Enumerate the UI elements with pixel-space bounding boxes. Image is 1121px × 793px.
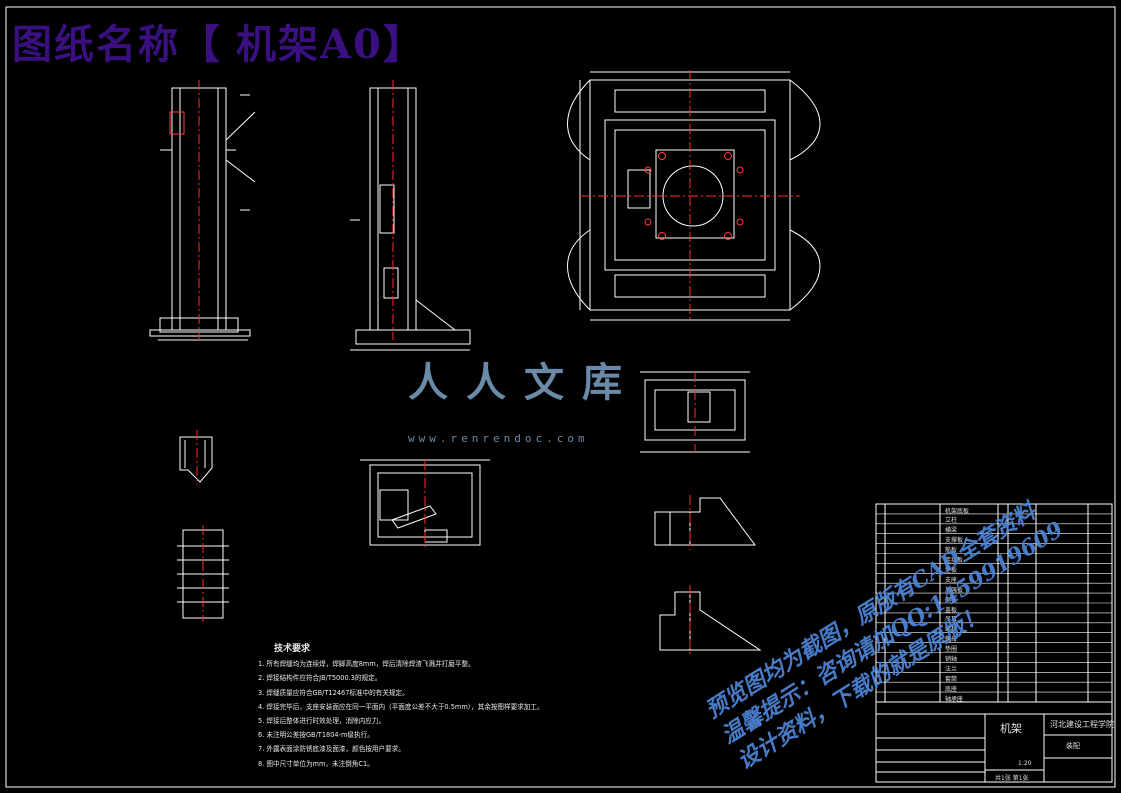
- section-e: [654, 497, 756, 546]
- tb-part-name: 连接板: [945, 557, 964, 564]
- side-view: [350, 87, 471, 351]
- tb-company: 河北建设工程学院: [1050, 720, 1114, 729]
- note-line: 6. 未注明公差按GB/T1804-m级执行。: [258, 731, 374, 740]
- tb-part-name: 加强板: [945, 586, 964, 594]
- note-line: 2. 焊接结构件应符合JB/T5000.3的规定。: [258, 674, 382, 683]
- tb-part-name: 销轴: [945, 656, 958, 663]
- title-bracket-open: 【: [180, 21, 222, 68]
- tb-part-name: 垫板: [945, 566, 958, 574]
- tb-part-name: 支撑板: [945, 537, 964, 545]
- tb-part-name: 筋板: [945, 547, 958, 555]
- tb-part-name: 法兰: [945, 665, 958, 673]
- drawing-title: 图纸名称【机架A0】: [12, 12, 425, 70]
- tb-drawing-name: 机架: [1000, 722, 1022, 735]
- watermark-logo: 人人文库: [408, 359, 640, 406]
- detail-a: [179, 436, 213, 483]
- notes-heading: 技术要求: [274, 644, 311, 654]
- tb-part-name: 套筒: [945, 675, 958, 683]
- note-line: 7. 外露表面涂防锈底漆及面漆，颜色按用户要求。: [258, 745, 405, 754]
- sheet-border: [5, 6, 1116, 788]
- note-line: 8. 图中尺寸单位为mm，未注倒角C1。: [258, 759, 374, 768]
- tb-part-name: 底座: [945, 685, 958, 693]
- tb-stage: 装配: [1066, 742, 1080, 750]
- tb-part-name: 侧板: [945, 596, 958, 604]
- tb-part-name: 横梁: [945, 527, 958, 535]
- tb-part-name: 立柱: [945, 517, 958, 525]
- centerlines: [196, 70, 800, 655]
- tb-part-name: 螺栓: [945, 626, 958, 634]
- note-line: 1. 所有焊缝均为连续焊，焊脚高度8mm，焊后清除焊渣飞溅并打磨平整。: [258, 660, 475, 669]
- front-view: [149, 87, 256, 341]
- tb-part-name: 螺母: [945, 636, 958, 644]
- title-name: 机架A0: [236, 21, 383, 68]
- title-prefix: 图纸名称: [12, 21, 180, 68]
- technical-notes: 技术要求 1. 所有焊缝均为连续焊，焊脚高度8mm，焊后清除焊渣飞溅并打磨平整。…: [258, 642, 678, 771]
- tb-part-name: 垫圈: [945, 646, 958, 654]
- tb-part-name: 轴承座: [945, 695, 964, 703]
- tb-part-name: 支座: [945, 576, 958, 584]
- note-line: 4. 焊接完毕后，支座安装面应在同一平面内（平面度公差不大于0.5mm），其余按…: [258, 702, 544, 711]
- watermark-url: www.renrendoc.com: [408, 432, 589, 445]
- title-block-rows: [876, 513, 1112, 703]
- tb-part-name: 吊耳: [945, 616, 958, 624]
- title-bracket-close: 】: [382, 21, 425, 68]
- tb-part-name: 机架底板: [945, 507, 970, 515]
- note-line: 3. 焊缝质量应符合GB/T12467标准中的有关规定。: [258, 688, 409, 697]
- tb-scale: 1:20: [1018, 760, 1032, 767]
- tb-part-name: 盖板: [945, 606, 958, 614]
- note-line: 5. 焊接后整体进行时效处理，消除内应力。: [258, 717, 386, 726]
- tb-sheet: 共1张 第1张: [995, 775, 1029, 782]
